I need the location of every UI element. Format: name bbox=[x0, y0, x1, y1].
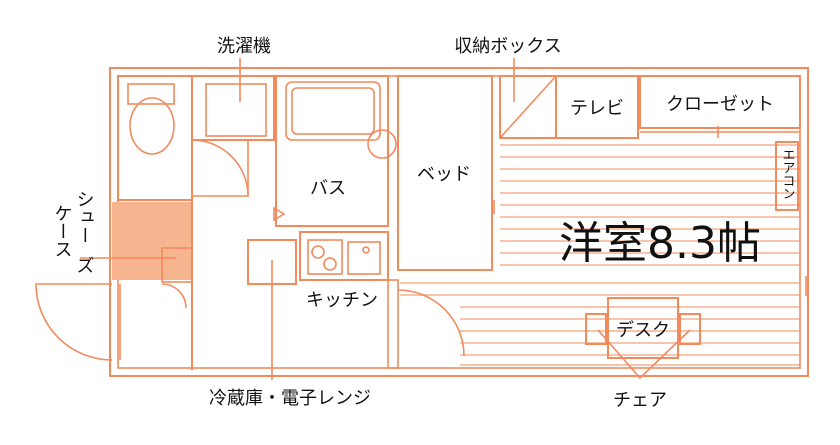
kitchen-label: キッチン bbox=[306, 290, 378, 311]
room-floor-lines bbox=[400, 144, 800, 366]
chair-left bbox=[585, 313, 607, 345]
chair-leader bbox=[597, 329, 691, 380]
shoe-case-label-3: ケース bbox=[52, 204, 73, 258]
outer-wall bbox=[109, 67, 809, 377]
chair-right bbox=[679, 313, 701, 345]
room-label: 洋室8.3帖 bbox=[559, 218, 761, 269]
bath-label: バス bbox=[310, 178, 346, 199]
shoe-case-label-2: ズ bbox=[74, 256, 95, 274]
sink bbox=[367, 129, 397, 159]
entrance-door-arc bbox=[35, 283, 113, 361]
sink-drain bbox=[362, 246, 370, 254]
fridge-microwave-label: 冷蔵庫・電子レンジ bbox=[209, 388, 371, 409]
washing-machine-label: 洗濯機 bbox=[217, 36, 271, 57]
stove bbox=[307, 239, 343, 275]
hall-door-arc bbox=[161, 283, 187, 309]
kitchen-counter bbox=[299, 231, 389, 281]
washroom bbox=[191, 75, 275, 141]
washroom-door-arc bbox=[191, 139, 249, 197]
chair-label: チェア bbox=[613, 390, 667, 411]
toilet-room bbox=[117, 75, 193, 201]
burner-2 bbox=[323, 257, 337, 271]
shoe-case-block bbox=[112, 202, 192, 280]
tv-label: テレビ bbox=[570, 98, 624, 119]
bed-label: ベッド bbox=[417, 164, 471, 185]
aircon-label: エアコン bbox=[780, 148, 795, 200]
bed bbox=[397, 75, 493, 271]
washing-machine bbox=[205, 83, 267, 137]
toilet-tank bbox=[127, 83, 175, 105]
storage-box-label: 収納ボックス bbox=[454, 36, 561, 57]
toilet-bowl bbox=[129, 97, 175, 155]
tv-stand bbox=[555, 75, 639, 139]
bath-door-mark bbox=[273, 206, 286, 222]
closet-label: クローゼット bbox=[666, 94, 774, 115]
desk bbox=[607, 297, 679, 359]
kitchen-sink bbox=[347, 241, 381, 275]
room-door-frame bbox=[387, 279, 399, 369]
aircon bbox=[775, 141, 799, 211]
bathroom bbox=[275, 75, 389, 227]
shoe-case-label-1: シュー bbox=[74, 190, 95, 244]
bathtub bbox=[285, 81, 381, 141]
storage-box-diagonal bbox=[499, 75, 557, 139]
room-door-arc bbox=[397, 289, 465, 357]
burner-1 bbox=[311, 245, 325, 259]
closet bbox=[639, 75, 801, 129]
desk-label: デスク bbox=[616, 320, 670, 341]
bathtub-inner bbox=[291, 87, 375, 135]
